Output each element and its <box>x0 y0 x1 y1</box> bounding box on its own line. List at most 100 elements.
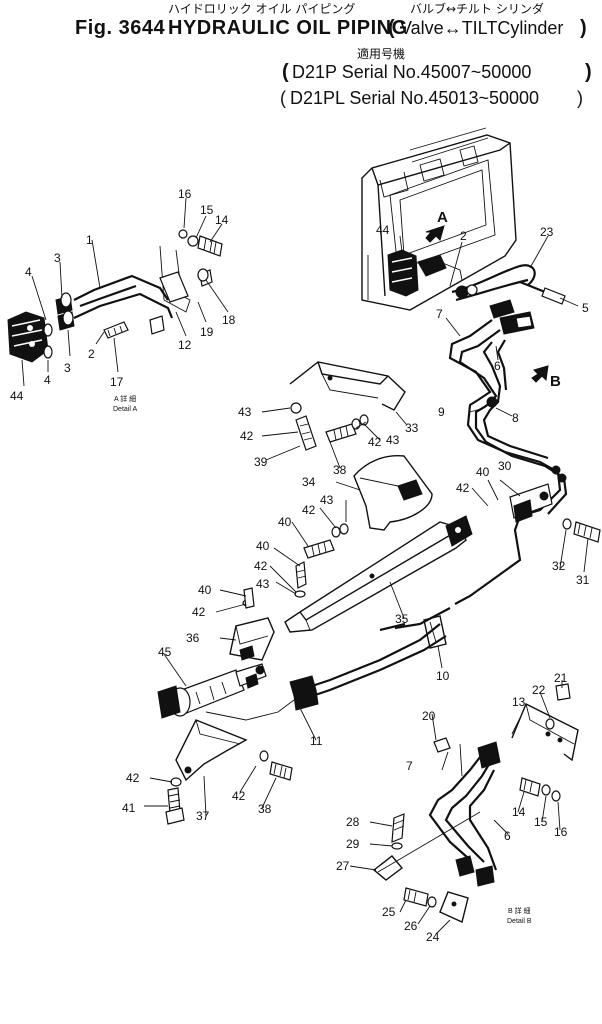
callout-45: 45 <box>158 645 172 659</box>
callout-40c: 40 <box>198 583 212 597</box>
detail-a-jp: A 詳 細 <box>114 394 136 403</box>
callout-38a: 38 <box>333 463 347 477</box>
callout-32: 32 <box>552 559 566 573</box>
callout-42a: 42 <box>240 429 254 443</box>
washer-42b <box>331 526 341 538</box>
bracket-37 <box>175 719 248 782</box>
callout-42e: 42 <box>192 605 206 619</box>
callout-labels: 1 3 4 4 3 2 17 16 15 14 18 19 12 44 44 2… <box>10 187 590 944</box>
callout-21: 21 <box>554 671 568 685</box>
washer-42d <box>170 777 182 787</box>
title-jp: ハイドロリック オイル パイピング <box>168 2 355 16</box>
bolt-31 <box>573 521 601 543</box>
callout-9: 9 <box>438 405 445 419</box>
bracket-36 <box>229 617 275 661</box>
callout-42c: 42 <box>302 503 316 517</box>
callout-42b: 42 <box>368 435 382 449</box>
callout-43b: 43 <box>386 433 400 447</box>
tilt-cylinder-45 <box>157 663 267 719</box>
detail-a-group <box>7 229 223 363</box>
tank-housing <box>361 127 517 311</box>
callout-40a: 40 <box>278 515 292 529</box>
callout-43c: 43 <box>320 493 334 507</box>
detail-b-group <box>372 683 579 923</box>
bracket-33 <box>289 361 406 411</box>
washer-43a <box>290 402 302 414</box>
plate-34 <box>353 455 433 531</box>
title-paren-open: ( <box>388 17 395 39</box>
callout-2a: 2 <box>88 347 95 361</box>
callout-20: 20 <box>422 709 436 723</box>
callout-31: 31 <box>576 573 590 587</box>
title-paren-close: ) <box>580 17 587 39</box>
callout-42h: 42 <box>232 789 246 803</box>
bolt-40c <box>294 561 307 598</box>
callout-3a: 3 <box>54 251 61 265</box>
callout-44a: 44 <box>10 389 24 403</box>
callout-1: 1 <box>86 233 93 247</box>
callout-2b: 2 <box>460 229 467 243</box>
callout-34: 34 <box>302 475 316 489</box>
serial-line-2-close: ) <box>577 88 583 108</box>
hydraulic-line-main <box>379 319 568 632</box>
callout-15b: 15 <box>534 815 548 829</box>
serial-paren-open: ( <box>282 61 289 83</box>
callout-10: 10 <box>436 669 450 683</box>
serial-line-1: D21P Serial No.45007~50000 <box>292 62 531 82</box>
figure-number: Fig. 3644 <box>75 17 165 39</box>
serial-line-2-open: ( <box>280 88 286 108</box>
view-arrow-a: A <box>425 209 448 243</box>
callout-16a: 16 <box>178 187 192 201</box>
callout-37: 37 <box>196 809 210 823</box>
callout-28: 28 <box>346 815 360 829</box>
title-paren-jp: バルブ↔チルト シリンダ <box>410 1 544 16</box>
bolt-39 <box>295 415 317 451</box>
callout-35: 35 <box>395 612 409 626</box>
callout-42d: 42 <box>254 559 268 573</box>
detail-b-jp: B 詳 細 <box>508 906 531 915</box>
callout-40b: 40 <box>256 539 270 553</box>
detail-a-caption: Detail A <box>113 406 137 413</box>
washer-43b <box>339 523 349 535</box>
washer-32 <box>562 518 572 530</box>
callout-3b: 3 <box>64 361 71 375</box>
arrow-a-letter: A <box>437 209 448 226</box>
callout-24: 24 <box>426 930 440 944</box>
fitting-30 <box>509 483 553 523</box>
callout-43a: 43 <box>238 405 252 419</box>
callout-27: 27 <box>336 859 350 873</box>
bolt-40b <box>303 539 335 559</box>
callout-36: 36 <box>186 631 200 645</box>
callout-13: 13 <box>512 695 526 709</box>
bolt-38a <box>325 414 369 443</box>
leader-lines <box>21 197 589 935</box>
callout-44b: 44 <box>376 223 390 237</box>
callout-16b: 16 <box>554 825 568 839</box>
callout-14b: 14 <box>512 805 526 819</box>
pipe-23 <box>451 264 566 305</box>
serial-line-2: D21PL Serial No.45013~50000 <box>290 88 539 108</box>
callout-38b: 38 <box>258 802 272 816</box>
detail-b-caption: Detail B <box>507 918 532 925</box>
callout-6a: 6 <box>494 359 501 373</box>
callout-25: 25 <box>382 905 396 919</box>
callout-14a: 14 <box>215 213 229 227</box>
callout-42g: 42 <box>126 771 140 785</box>
serial-paren-close: ) <box>585 61 592 83</box>
callout-15a: 15 <box>200 203 214 217</box>
callout-40d: 40 <box>476 465 490 479</box>
callout-23: 23 <box>540 225 554 239</box>
callout-18: 18 <box>222 313 236 327</box>
figure-title: HYDRAULIC OIL PIPING <box>168 17 408 39</box>
bolt-41 <box>165 787 185 825</box>
callout-5: 5 <box>582 301 589 315</box>
callout-43d: 43 <box>256 577 270 591</box>
callout-33: 33 <box>405 421 419 435</box>
clip-10 <box>423 615 447 649</box>
callout-4a: 4 <box>25 265 32 279</box>
callout-29: 29 <box>346 837 360 851</box>
title-subtitle: Valve↔TILTCylinder <box>400 18 563 38</box>
control-valve-main <box>387 249 463 297</box>
